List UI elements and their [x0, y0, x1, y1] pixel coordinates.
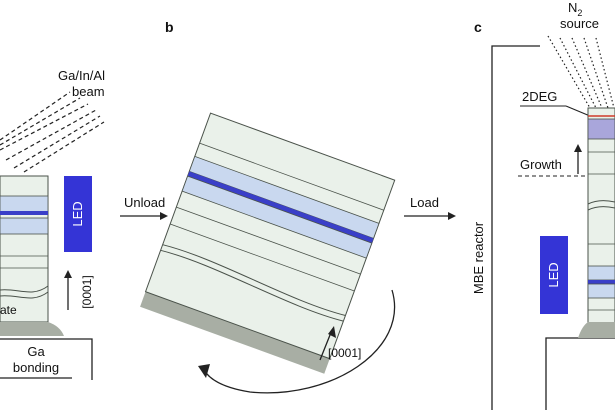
interface-line — [162, 244, 346, 316]
reactor-outline — [491, 45, 540, 410]
panel-label-b: b — [165, 19, 174, 35]
grey-base — [0, 322, 64, 336]
panel-label-c: c — [474, 19, 482, 35]
holder-outline — [545, 337, 615, 410]
direction-label-rotated: [0001] — [328, 346, 361, 360]
light-blue-layer — [587, 283, 615, 299]
panel-c: c N2 source MBE reactor 2DEG — [471, 0, 615, 410]
grey-base — [140, 291, 330, 374]
unload-arrow: Unload — [120, 195, 168, 220]
ga-bonding-line1: Ga — [27, 344, 45, 359]
holder-outline — [0, 338, 93, 380]
light-blue-layer — [0, 217, 49, 235]
up-arrow-icon — [64, 270, 72, 278]
growth-label: Growth — [520, 157, 562, 172]
panel-a: Ga/In/Al beam ate LED [0001] Ga bonding — [0, 68, 105, 380]
interface-line — [587, 200, 615, 205]
purple-layer — [587, 118, 615, 140]
substrate-label: ate — [0, 303, 17, 317]
load-arrow: Load — [404, 195, 456, 220]
light-blue-layer — [587, 265, 615, 281]
twodeg-label: 2DEG — [522, 89, 557, 104]
load-label: Load — [410, 195, 439, 210]
arrow-right-icon — [160, 212, 168, 220]
beam-label-line1: Ga/In/Al — [58, 68, 105, 83]
led-block — [64, 176, 92, 252]
n2-label: N2 — [568, 0, 582, 18]
ga-bonding-line2: bonding — [13, 360, 59, 375]
rotated-sample — [140, 112, 396, 374]
interface-line — [0, 285, 49, 293]
beam-lines — [0, 91, 105, 173]
light-blue-layer — [0, 195, 49, 213]
light-blue-layer — [181, 175, 373, 259]
up-arrow-icon — [574, 144, 582, 152]
direction-label: [0001] — [80, 275, 94, 308]
quantum-well-layer — [187, 171, 374, 244]
quantum-well-layer — [588, 280, 615, 284]
n2-source-label: source — [560, 16, 599, 31]
quantum-well-layer — [0, 211, 48, 215]
panel-b: b [0001] — [140, 19, 396, 394]
grey-base — [578, 322, 615, 338]
led-label: LED — [70, 201, 85, 226]
rotation-arc — [203, 289, 395, 394]
mbe-reactor-label: MBE reactor — [471, 221, 486, 294]
led-label-right: LED — [546, 262, 561, 287]
arrow-head-icon — [198, 364, 210, 378]
up-arrow-icon — [328, 326, 336, 338]
nitrogen-beam-lines — [547, 35, 615, 109]
led-block — [540, 236, 568, 314]
arrow-right-icon — [448, 212, 456, 220]
beam-label-line2: beam — [72, 84, 105, 99]
unload-label: Unload — [124, 195, 165, 210]
